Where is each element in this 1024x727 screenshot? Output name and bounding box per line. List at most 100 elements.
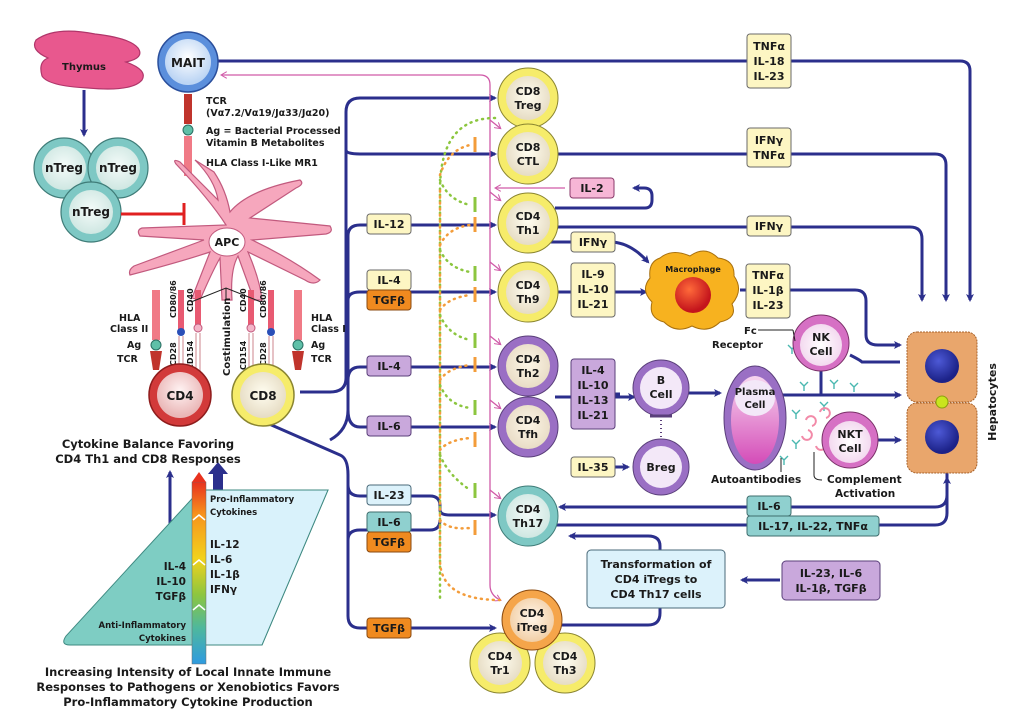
- svg-text:HLA: HLA: [311, 313, 333, 324]
- cd4-label: CD4: [166, 389, 193, 403]
- cd8-label: CD8: [249, 389, 276, 403]
- svg-text:IL-1β: IL-1β: [752, 284, 783, 297]
- svg-text:CD4 Th17 cells: CD4 Th17 cells: [610, 588, 702, 601]
- il12-box: IL-12: [374, 218, 405, 231]
- svg-text:Activation: Activation: [835, 488, 895, 500]
- svg-text:Autoantibodies: Autoantibodies: [711, 474, 801, 486]
- svg-text:TGFβ: TGFβ: [156, 591, 187, 603]
- svg-text:TNFα: TNFα: [752, 269, 784, 282]
- output-cytokines: TNFα IL-18 IL-23 IFNγ TNFα IL-2 IFNγ IFN…: [569, 33, 881, 609]
- ntreg-cluster: nTreg nTreg nTreg: [33, 137, 186, 243]
- svg-text:Cell: Cell: [649, 388, 672, 401]
- svg-text:IL-12: IL-12: [210, 539, 240, 551]
- svg-text:TNFα: TNFα: [753, 149, 785, 162]
- svg-text:Receptor: Receptor: [712, 340, 763, 351]
- svg-text:TCR: TCR: [311, 354, 332, 365]
- b-cell-breg-link: [650, 414, 672, 438]
- ntreg-label-2: nTreg: [99, 161, 137, 175]
- bottom-caption-line2: Responses to Pathogens or Xenobiotics Fa…: [36, 680, 339, 694]
- effector-annotations: Fc Receptor Autoantibodies Complement Ac…: [711, 326, 902, 500]
- mait-annotations: TCR (Vα7.2/Vα19/Jα33/Jα20) Ag = Bacteria…: [206, 96, 341, 169]
- nk-cell: NK Cell: [792, 314, 850, 372]
- svg-text:Treg: Treg: [514, 99, 541, 112]
- svg-text:B: B: [657, 374, 665, 387]
- hepatocytes: Hepatocytes: [906, 331, 999, 474]
- svg-text:CD4: CD4: [520, 607, 545, 620]
- mait-cell: MAIT: [157, 31, 219, 176]
- svg-text:Cytokines: Cytokines: [210, 508, 257, 518]
- svg-text:Macrophage: Macrophage: [665, 265, 721, 274]
- svg-text:Complement: Complement: [827, 474, 902, 486]
- svg-text:Cell: Cell: [809, 345, 832, 358]
- svg-text:CD4 iTregs to: CD4 iTregs to: [615, 573, 698, 586]
- svg-text:CTL: CTL: [517, 155, 540, 168]
- svg-text:TCR: TCR: [206, 96, 227, 107]
- svg-text:IL-6: IL-6: [757, 500, 781, 513]
- svg-text:CD8: CD8: [516, 85, 541, 98]
- svg-text:CD4: CD4: [516, 503, 541, 516]
- svg-text:CD40: CD40: [239, 288, 248, 312]
- svg-text:CD28: CD28: [169, 342, 178, 366]
- nkt-cell: NKT Cell: [821, 411, 879, 469]
- svg-text:IFNγ: IFNγ: [579, 236, 608, 249]
- svg-text:Plasma: Plasma: [735, 387, 776, 398]
- svg-text:Th2: Th2: [517, 367, 540, 380]
- svg-text:iTreg: iTreg: [517, 621, 548, 634]
- dotted-regulation-lines: [438, 116, 502, 602]
- svg-text:CD4: CD4: [516, 414, 541, 427]
- pink-feedback-lines: [222, 75, 565, 600]
- svg-text:IFNγ: IFNγ: [210, 584, 237, 596]
- tgfb-box-2: TGFβ: [373, 536, 405, 549]
- b-cell: B Cell: [632, 359, 690, 417]
- svg-text:Tr1: Tr1: [490, 664, 509, 677]
- apc-receptors: [150, 287, 304, 378]
- svg-text:CD8: CD8: [516, 141, 541, 154]
- cd8-cell: CD8: [231, 363, 295, 427]
- plasma-cell: Plasma Cell: [723, 365, 787, 471]
- il2-box: IL-2: [580, 182, 603, 195]
- connector-lines: [80, 59, 974, 632]
- tgfb-box-3: TGFβ: [373, 622, 405, 635]
- svg-text:CD154: CD154: [186, 340, 195, 370]
- il6-box-2: IL-6: [377, 516, 401, 529]
- svg-text:IL-23, IL-6: IL-23, IL-6: [800, 567, 863, 580]
- svg-text:(Vα7.2/Vα19/Jα33/Jα20): (Vα7.2/Vα19/Jα33/Jα20): [206, 108, 329, 119]
- svg-text:NKT: NKT: [837, 428, 863, 441]
- svg-text:IL-23: IL-23: [753, 299, 784, 312]
- svg-text:Vitamin B Metabolites: Vitamin B Metabolites: [206, 138, 325, 149]
- svg-text:Th1: Th1: [517, 224, 540, 237]
- svg-text:Cell: Cell: [745, 400, 766, 411]
- svg-text:Th17: Th17: [513, 517, 544, 530]
- svg-text:TCR: TCR: [117, 354, 138, 365]
- svg-text:Tfh: Tfh: [518, 428, 538, 441]
- svg-text:IL-10: IL-10: [156, 576, 186, 588]
- apc-receptor-labels: CD80/86 CD40 CD40 CD80/86 CD28 CD154 CD1…: [110, 280, 346, 376]
- svg-text:CD28: CD28: [259, 342, 268, 366]
- svg-text:IL-23: IL-23: [754, 70, 785, 83]
- bottom-caption-line3: Pro-Inflammatory Cytokine Production: [63, 695, 313, 709]
- svg-text:IL-1β: IL-1β: [210, 569, 240, 581]
- antibody-icons: [779, 344, 859, 465]
- svg-text:IL-10: IL-10: [578, 283, 609, 296]
- mait-label: MAIT: [171, 56, 206, 70]
- svg-text:IL-21: IL-21: [578, 409, 609, 422]
- svg-text:IL-17, IL-22, TNFα: IL-17, IL-22, TNFα: [758, 520, 868, 533]
- svg-text:Ag: Ag: [127, 340, 141, 351]
- svg-text:Th9: Th9: [517, 293, 540, 306]
- cytokine-balance-graphic: Pro-Inflammatory Cytokines IL-12 IL-6 IL…: [63, 472, 329, 665]
- svg-text:IL-6: IL-6: [210, 554, 232, 566]
- il4-box-2: IL-4: [377, 360, 401, 373]
- thymus: Thymus: [33, 30, 144, 90]
- breg-cell: Breg: [632, 438, 690, 496]
- svg-text:Breg: Breg: [646, 461, 675, 474]
